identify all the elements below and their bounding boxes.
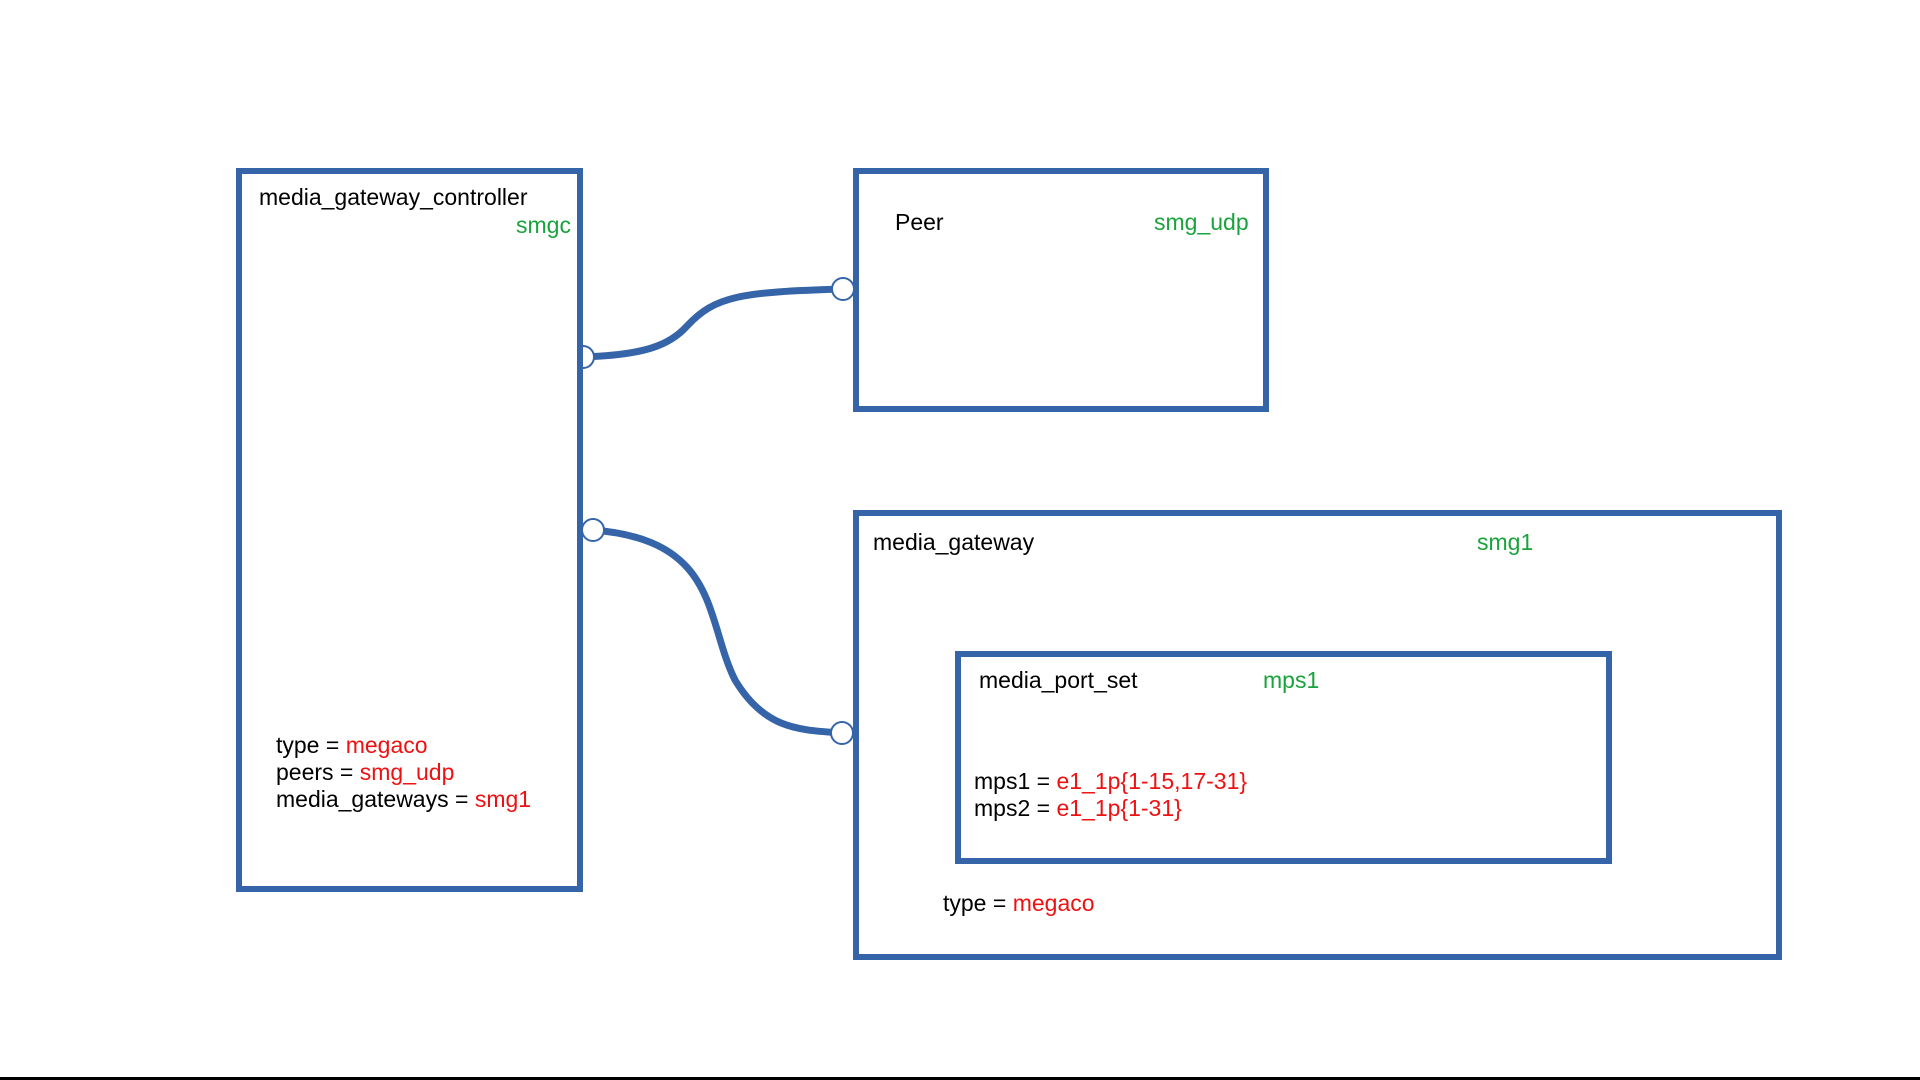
prop-value: megaco bbox=[345, 732, 428, 758]
prop-eq: = bbox=[986, 890, 1013, 916]
prop-key: peers bbox=[276, 759, 334, 785]
prop-eq: = bbox=[1030, 768, 1057, 794]
port-set-tag: mps1 bbox=[1263, 667, 1320, 693]
gateway-tag: smg1 bbox=[1477, 529, 1534, 555]
bottom-border-line bbox=[0, 1077, 1920, 1080]
connector-controller-to-peer bbox=[582, 285, 844, 361]
prop-value: e1_1p{1-31} bbox=[1056, 795, 1182, 821]
port-set-title: media_port_set bbox=[979, 667, 1138, 693]
controller-box[interactable]: media_gateway_controller smgc type = meg… bbox=[236, 168, 583, 892]
prop-key: type bbox=[276, 732, 320, 758]
prop-eq: = bbox=[448, 786, 475, 812]
port-controller-gateway[interactable] bbox=[581, 518, 605, 542]
port-set-prop-mps2: mps2 = e1_1p{1-31} bbox=[974, 795, 1182, 822]
prop-key: mps2 bbox=[974, 795, 1031, 821]
controller-title: media_gateway_controller bbox=[259, 184, 528, 210]
peer-title: Peer bbox=[895, 209, 944, 235]
prop-key: type bbox=[943, 890, 987, 916]
gateway-box[interactable]: media_gateway smg1 media_port_set mps1 m… bbox=[853, 510, 1782, 960]
prop-eq: = bbox=[319, 732, 346, 758]
controller-prop-peers: peers = smg_udp bbox=[276, 759, 454, 786]
prop-key: mps1 bbox=[974, 768, 1031, 794]
peer-tag: smg_udp bbox=[1154, 209, 1249, 235]
prop-eq: = bbox=[1030, 795, 1057, 821]
prop-eq: = bbox=[333, 759, 360, 785]
gateway-title: media_gateway bbox=[873, 529, 1035, 555]
port-set-prop-mps1: mps1 = e1_1p{1-15,17-31} bbox=[974, 768, 1247, 795]
prop-value: smg1 bbox=[474, 786, 532, 812]
prop-key: media_gateways bbox=[276, 786, 449, 812]
controller-prop-type: type = megaco bbox=[276, 732, 428, 759]
peer-box[interactable]: Peer smg_udp bbox=[853, 168, 1269, 412]
prop-value: smg_udp bbox=[359, 759, 455, 785]
prop-value: megaco bbox=[1012, 890, 1095, 916]
port-peer-input[interactable] bbox=[831, 277, 855, 301]
prop-value: e1_1p{1-15,17-31} bbox=[1056, 768, 1248, 794]
controller-tag: smgc bbox=[516, 212, 571, 238]
controller-prop-media-gateways: media_gateways = smg1 bbox=[276, 786, 531, 813]
port-set-box[interactable]: media_port_set mps1 mps1 = e1_1p{1-15,17… bbox=[955, 651, 1612, 864]
port-gateway-input[interactable] bbox=[830, 721, 854, 745]
connector-controller-to-gateway bbox=[592, 526, 843, 737]
gateway-prop-type: type = megaco bbox=[943, 890, 1095, 917]
